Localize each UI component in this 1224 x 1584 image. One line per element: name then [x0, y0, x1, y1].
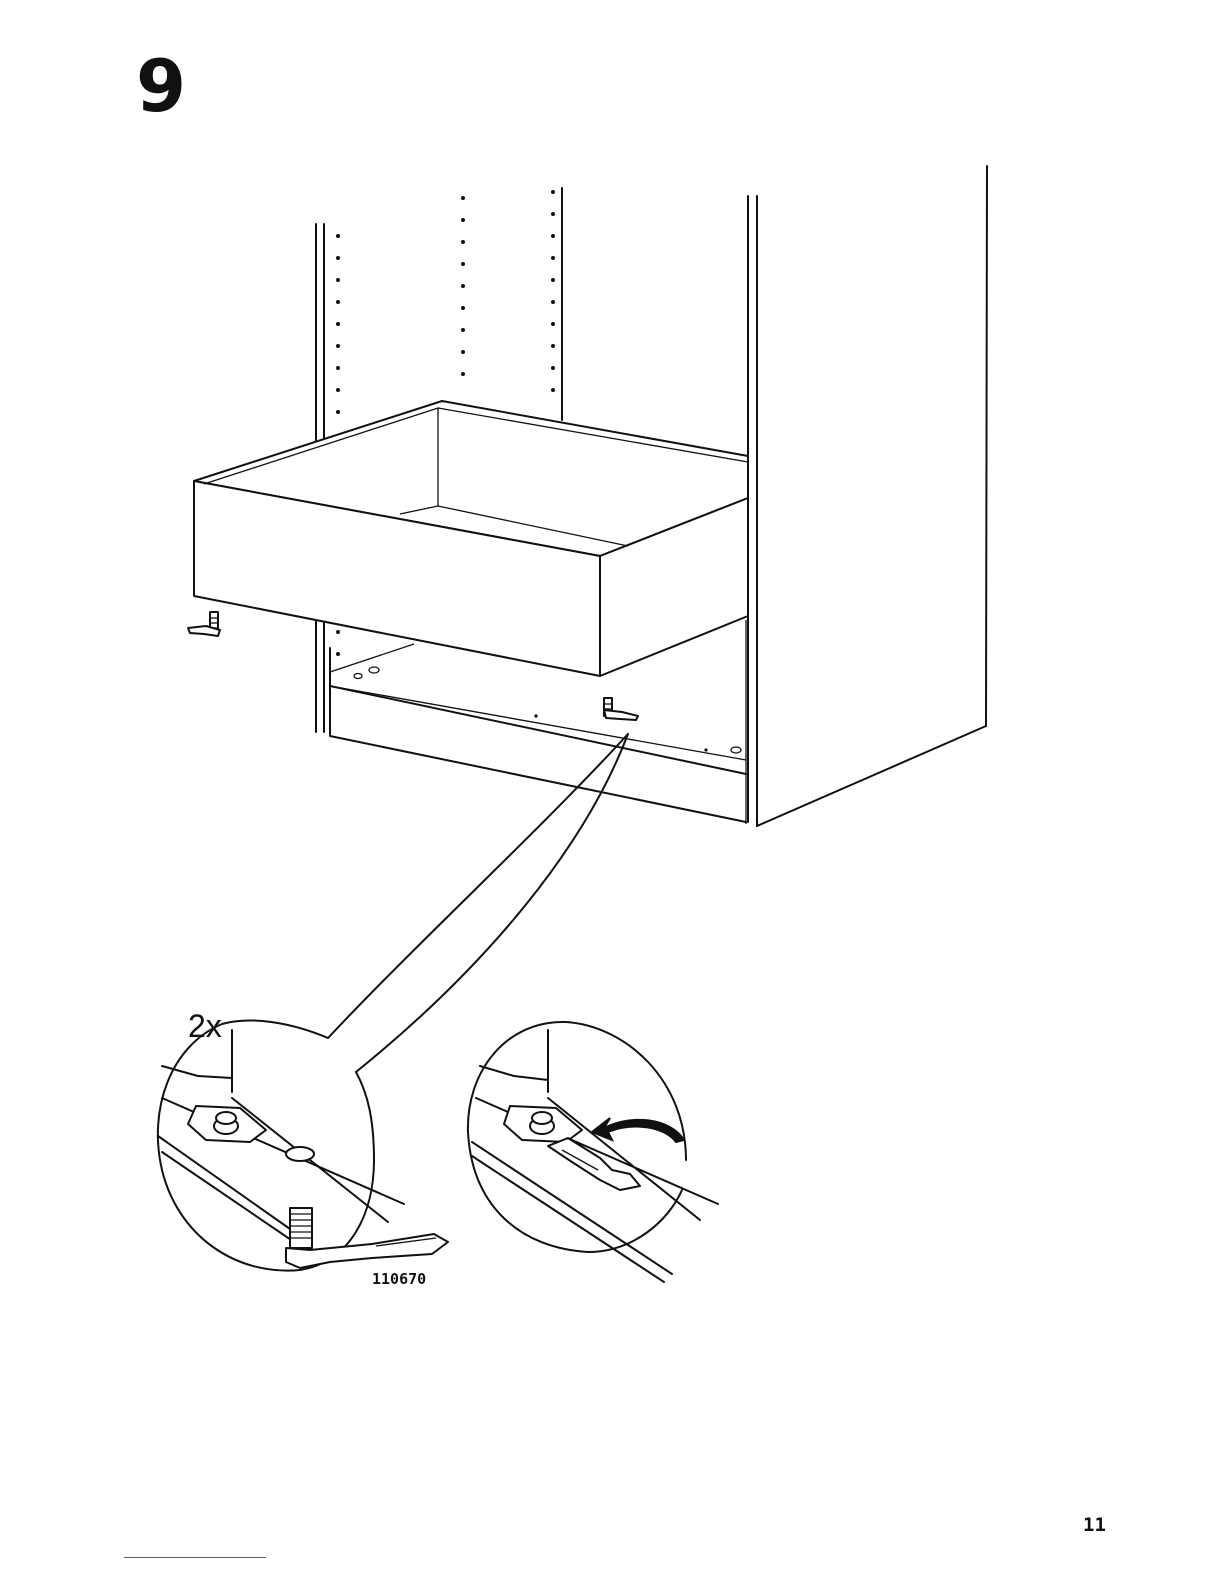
pin-hole: [461, 196, 465, 200]
cam-lock-right: [604, 698, 638, 720]
pin-hole: [461, 306, 465, 310]
pin-hole: [336, 322, 340, 326]
pin-hole: [551, 234, 555, 238]
pin-hole: [551, 212, 555, 216]
pin-hole: [461, 262, 465, 266]
pin-hole: [336, 300, 340, 304]
pin-hole: [551, 190, 555, 194]
cam-lock-left: [188, 612, 220, 636]
pin-hole: [461, 218, 465, 222]
pin-hole: [551, 322, 555, 326]
pin-hole: [551, 256, 555, 260]
pin-hole: [336, 366, 340, 370]
pin-hole: [551, 278, 555, 282]
footer-link-underline: [124, 1557, 266, 1558]
detail-insert-cam-lock: [158, 1020, 448, 1270]
quantity-label: 2x: [188, 1008, 222, 1045]
pin-hole: [551, 366, 555, 370]
pin-hole: [336, 388, 340, 392]
pin-hole: [551, 300, 555, 304]
pin-hole: [336, 256, 340, 260]
page-number: 11: [1083, 1514, 1106, 1536]
callout-pointer: [328, 734, 628, 1072]
detail-turn-cam-lock: [468, 1022, 718, 1282]
pin-hole: [336, 410, 340, 414]
pin-hole: [336, 234, 340, 238]
pin-hole: [551, 388, 555, 392]
part-number: 110670: [372, 1270, 426, 1288]
pin-hole: [461, 328, 465, 332]
pin-hole: [336, 630, 340, 634]
drawer: [194, 401, 748, 676]
pin-hole: [461, 350, 465, 354]
pin-hole: [461, 240, 465, 244]
pin-hole: [461, 284, 465, 288]
pin-hole: [336, 652, 340, 656]
pin-hole: [461, 372, 465, 376]
pin-hole: [336, 344, 340, 348]
pin-hole: [336, 278, 340, 282]
pin-hole: [551, 344, 555, 348]
